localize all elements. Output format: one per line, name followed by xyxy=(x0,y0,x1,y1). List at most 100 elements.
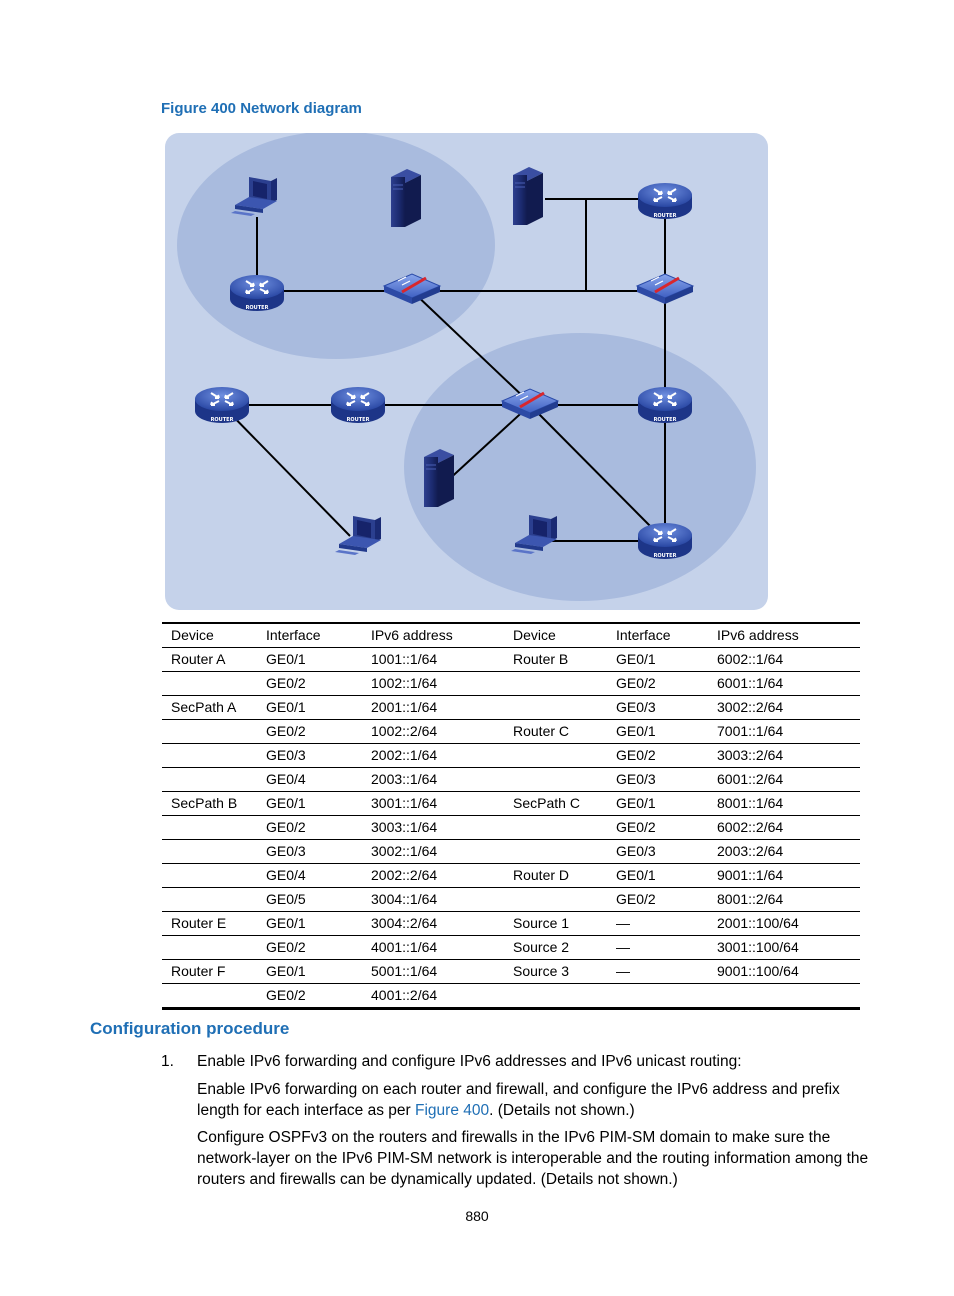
table-cell xyxy=(162,744,257,768)
step-paragraph: Enable IPv6 forwarding on each router an… xyxy=(197,1079,869,1121)
table-cell: GE0/2 xyxy=(266,939,306,955)
table-cell: Router B xyxy=(513,651,569,667)
table-cell: Source 2 xyxy=(513,939,570,955)
table-cell: — xyxy=(616,963,630,979)
table-cell: GE0/2 xyxy=(616,675,656,691)
router-label: ROUTER xyxy=(654,213,677,219)
table-cell: 1001::1/64 xyxy=(371,651,438,667)
table-cell xyxy=(504,696,607,720)
table-cell: 2001::1/64 xyxy=(371,699,438,715)
table-cell: 6001::1/64 xyxy=(717,675,784,691)
table-cell: GE0/3 xyxy=(616,843,656,859)
paragraph-text: Enable IPv6 forwarding on each router an… xyxy=(197,1081,840,1119)
table-cell: 5001::1/64 xyxy=(371,963,438,979)
table-row: GE0/2 1002::1/64 GE0/2 6001::1/64 xyxy=(162,672,860,696)
table-cell: GE0/2 xyxy=(266,723,306,739)
table-cell xyxy=(504,816,607,840)
table-cell: — xyxy=(616,939,630,955)
figure-caption: Figure 400 Network diagram xyxy=(161,100,362,117)
table-cell xyxy=(708,984,860,1009)
table-cell: 3001::100/64 xyxy=(717,939,799,955)
source-server-icon xyxy=(423,448,455,508)
router-labels: ROUTER ROUTER ROUTER ROUTER ROUTER ROUTE… xyxy=(211,213,677,559)
table-cell: 1002::1/64 xyxy=(371,675,438,691)
table-cell: 3004::2/64 xyxy=(371,915,438,931)
table-cell: Source 1 xyxy=(513,915,570,931)
table-cell xyxy=(504,672,607,696)
table-cell: GE0/1 xyxy=(266,915,306,931)
table-row: GE0/2 4001::2/64 xyxy=(162,984,860,1009)
table-cell: 3002::2/64 xyxy=(717,699,784,715)
table-cell: 3001::1/64 xyxy=(371,795,438,811)
table-cell: GE0/1 xyxy=(266,795,306,811)
step-paragraph: Configure OSPFv3 on the routers and fire… xyxy=(197,1129,869,1188)
table-cell: GE0/1 xyxy=(616,867,656,883)
table-cell xyxy=(162,888,257,912)
table-cell xyxy=(162,672,257,696)
section-heading: Configuration procedure xyxy=(90,1019,290,1038)
table-row: GE0/3 3002::1/64 GE0/3 2003::2/64 xyxy=(162,840,860,864)
table-cell: 3003::1/64 xyxy=(371,819,438,835)
table-cell: 3002::1/64 xyxy=(371,843,438,859)
table-row: GE0/2 4001::1/64 Source 2 — 3001::100/64 xyxy=(162,936,860,960)
table-row: GE0/4 2002::2/64 Router D GE0/1 9001::1/… xyxy=(162,864,860,888)
table-cell xyxy=(162,864,257,888)
table-cell: 2002::1/64 xyxy=(371,747,438,763)
table-cell xyxy=(504,744,607,768)
table-cell: 2001::100/64 xyxy=(717,915,799,931)
table-cell: SecPath A xyxy=(171,699,237,715)
table-cell: 4001::1/64 xyxy=(371,939,438,955)
table-cell: 1002::2/64 xyxy=(371,723,438,739)
table-row: GE0/2 3003::1/64 GE0/2 6002::2/64 xyxy=(162,816,860,840)
table-cell xyxy=(162,768,257,792)
table-cell: 3003::2/64 xyxy=(717,747,784,763)
table-cell: GE0/1 xyxy=(616,723,656,739)
table-cell xyxy=(504,984,607,1009)
network-diagram: ROUTER ROUTER ROUTER ROUTER ROUTER ROUTE… xyxy=(165,133,768,610)
table-row: GE0/5 3004::1/64 GE0/2 8001::2/64 xyxy=(162,888,860,912)
paragraph-text: . (Details not shown.) xyxy=(489,1102,635,1119)
table-row: SecPath A GE0/1 2001::1/64 GE0/3 3002::2… xyxy=(162,696,860,720)
table-cell: GE0/2 xyxy=(616,819,656,835)
table-cell: GE0/1 xyxy=(266,963,306,979)
table-cell: GE0/4 xyxy=(266,867,306,883)
table-cell: 2003::2/64 xyxy=(717,843,784,859)
table-row: GE0/2 1002::2/64 Router C GE0/1 7001::1/… xyxy=(162,720,860,744)
step-number: 1. xyxy=(161,1053,174,1070)
table-cell: Router A xyxy=(171,651,226,667)
router-label: ROUTER xyxy=(654,553,677,559)
table-cell: GE0/2 xyxy=(266,987,306,1003)
table-cell: 8001::1/64 xyxy=(717,795,784,811)
table-cell: GE0/1 xyxy=(616,651,656,667)
table-cell: 8001::2/64 xyxy=(717,891,784,907)
table-cell: SecPath B xyxy=(171,795,238,811)
table-row: GE0/4 2003::1/64 GE0/3 6001::2/64 xyxy=(162,768,860,792)
table-cell xyxy=(504,840,607,864)
table-cell xyxy=(162,816,257,840)
router-label: ROUTER xyxy=(347,417,370,423)
domain-region-bottom xyxy=(404,333,756,601)
table-cell: 6002::2/64 xyxy=(717,819,784,835)
router-label: ROUTER xyxy=(654,417,677,423)
table-cell: GE0/1 xyxy=(266,699,306,715)
figure-link[interactable]: Figure 400 xyxy=(415,1102,490,1119)
router-label: ROUTER xyxy=(211,417,234,423)
table-cell: GE0/2 xyxy=(616,891,656,907)
table-cell: GE0/2 xyxy=(616,747,656,763)
table-cell: 9001::100/64 xyxy=(717,963,799,979)
table-cell xyxy=(607,984,708,1009)
page-number: 880 xyxy=(465,1208,489,1224)
table-cell: 6002::1/64 xyxy=(717,651,784,667)
source-server-icon xyxy=(390,168,422,228)
column-header: Interface xyxy=(616,627,671,643)
table-cell: Router C xyxy=(513,723,570,739)
table-cell: Source 3 xyxy=(513,963,570,979)
table-cell: GE0/4 xyxy=(266,771,306,787)
column-header: Device xyxy=(171,627,214,643)
table-cell: GE0/2 xyxy=(266,819,306,835)
table-cell: GE0/3 xyxy=(616,699,656,715)
table-cell: GE0/3 xyxy=(266,747,306,763)
column-header: IPv6 address xyxy=(717,627,799,643)
table-cell xyxy=(504,768,607,792)
source-server-icon xyxy=(512,166,544,226)
